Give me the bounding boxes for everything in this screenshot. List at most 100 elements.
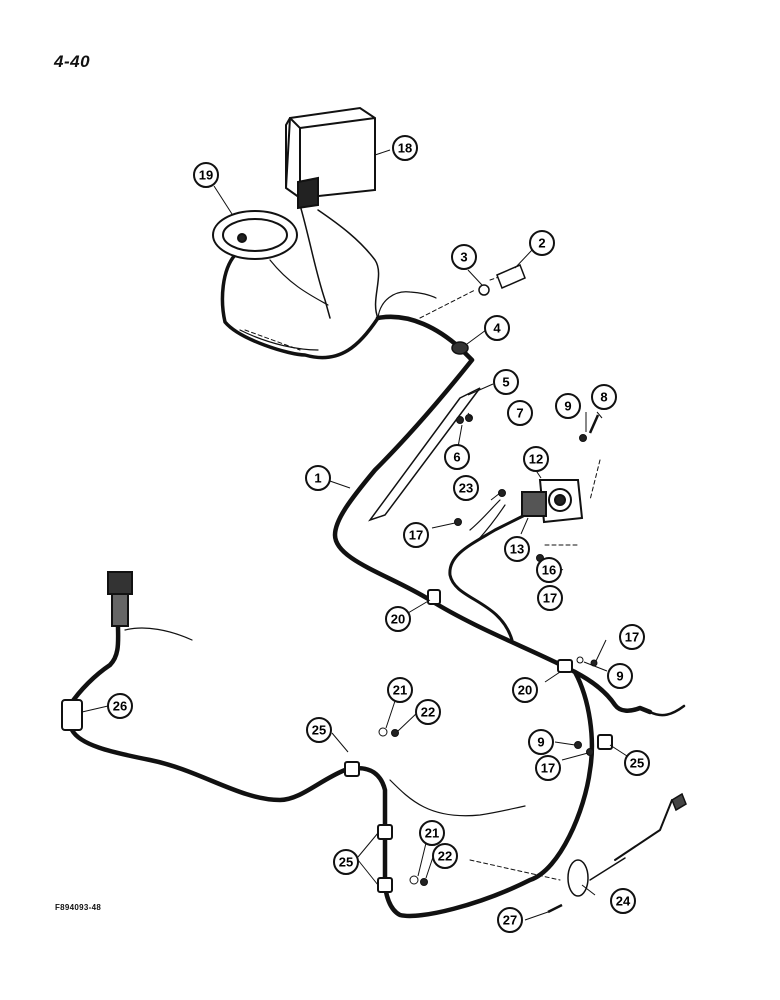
bracket-strap-5 — [367, 387, 481, 522]
callout-9: 9 — [528, 729, 554, 755]
callout-4: 4 — [484, 315, 510, 341]
callout-number: 13 — [510, 542, 524, 557]
callout-number: 17 — [409, 528, 423, 543]
callout-circle — [107, 693, 133, 719]
lamp-19-lead — [220, 253, 380, 360]
callout-number: 27 — [503, 913, 517, 928]
callout-number: 1 — [314, 471, 321, 486]
left-connector-ground-lead — [124, 627, 193, 641]
callout-circle — [497, 907, 523, 933]
callout-21: 21 — [419, 820, 445, 846]
callout-3: 3 — [451, 244, 477, 270]
callout-circle — [535, 755, 561, 781]
callout-circle — [193, 162, 219, 188]
harness-plug-connector — [107, 571, 133, 627]
callout-16: 16 — [536, 557, 562, 583]
callout-7: 7 — [507, 400, 533, 426]
callout-23: 23 — [453, 475, 479, 501]
callout-circle — [512, 677, 538, 703]
callout-circle — [392, 135, 418, 161]
callout-circle — [451, 244, 477, 270]
callout-circle — [504, 536, 530, 562]
harness-clamps — [61, 589, 613, 893]
callout-number: 9 — [616, 669, 623, 684]
callout-circle — [591, 384, 617, 410]
callout-17: 17 — [535, 755, 561, 781]
callout-19: 19 — [193, 162, 219, 188]
callout-number: 20 — [391, 612, 405, 627]
callout-number: 6 — [453, 450, 460, 465]
callout-9: 9 — [607, 663, 633, 689]
callout-17: 17 — [403, 522, 429, 548]
callout-number: 17 — [543, 591, 557, 606]
callout-6: 6 — [444, 444, 470, 470]
callout-number: 4 — [493, 321, 501, 336]
lamp-18-lead-long — [317, 209, 380, 319]
callout-number: 21 — [425, 826, 439, 841]
callout-number: 3 — [460, 250, 467, 265]
callout-number: 12 — [529, 452, 543, 467]
callout-number: 25 — [312, 723, 326, 738]
lamp-19-ground-return — [239, 329, 319, 351]
callout-number: 22 — [421, 705, 435, 720]
callout-group: 1234567899912131617171717181920202121222… — [107, 135, 650, 933]
callout-number: 16 — [542, 563, 556, 578]
harness-branch-to-connector — [448, 513, 527, 642]
work-lamp — [284, 106, 376, 210]
callout-circle — [453, 475, 479, 501]
callout-number: 17 — [625, 630, 639, 645]
callout-17: 17 — [619, 624, 645, 650]
figure-code: F894093-48 — [55, 903, 102, 912]
connector-pigtail — [469, 499, 506, 541]
callout-12: 12 — [523, 446, 549, 472]
bracket-24-arm — [589, 857, 626, 881]
callout-2: 2 — [529, 230, 555, 256]
callout-20: 20 — [385, 606, 411, 632]
callout-circle — [415, 699, 441, 725]
callout-circle — [419, 820, 445, 846]
callout-number: 8 — [600, 390, 607, 405]
branch-wire-right — [389, 779, 526, 817]
lamp-18-lead — [299, 204, 331, 319]
leader-lines — [81, 149, 628, 921]
bracket-2 — [496, 264, 526, 289]
callout-circle — [528, 729, 554, 755]
callout-number: 26 — [113, 699, 127, 714]
callout-number: 19 — [199, 168, 213, 183]
callout-circle — [523, 446, 549, 472]
callout-circle — [305, 465, 331, 491]
callout-number: 9 — [564, 399, 571, 414]
auxiliary-lead — [377, 291, 437, 319]
callout-number: 5 — [502, 375, 509, 390]
callout-9: 9 — [555, 393, 581, 419]
callout-22: 22 — [432, 843, 458, 869]
callout-25: 25 — [624, 750, 650, 776]
callout-circle — [507, 400, 533, 426]
callout-8: 8 — [591, 384, 617, 410]
callout-number: 9 — [537, 735, 544, 750]
callout-circle — [444, 444, 470, 470]
callout-5: 5 — [493, 369, 519, 395]
callout-circle — [403, 522, 429, 548]
callout-circle — [493, 369, 519, 395]
grommet-4 — [451, 341, 469, 355]
callout-circle — [529, 230, 555, 256]
callout-number: 23 — [459, 481, 473, 496]
mounting-disc-24 — [567, 792, 687, 897]
main-harness-cable — [332, 314, 653, 715]
callout-number: 24 — [616, 894, 631, 909]
callout-circle — [607, 663, 633, 689]
callout-circle — [333, 849, 359, 875]
page-number: 4-40 — [54, 52, 91, 71]
callout-20: 20 — [512, 677, 538, 703]
callout-25: 25 — [306, 717, 332, 743]
callout-circle — [432, 843, 458, 869]
callout-1: 1 — [305, 465, 331, 491]
callout-17: 17 — [537, 585, 563, 611]
connector-socket-12 — [521, 479, 584, 524]
callout-circle — [619, 624, 645, 650]
callout-26: 26 — [107, 693, 133, 719]
bracket-24-lead — [614, 799, 673, 861]
callout-number: 25 — [630, 756, 644, 771]
